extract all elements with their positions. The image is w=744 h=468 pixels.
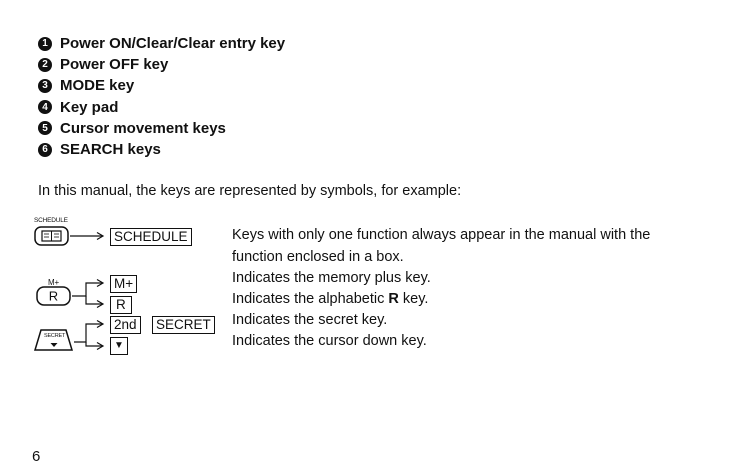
mplus-key-above-label: M+ [48, 278, 59, 287]
list-item: 5 Cursor movement keys [38, 118, 285, 139]
right-arrow-icon [70, 231, 105, 241]
list-item-label: Cursor movement keys [60, 119, 226, 137]
r-key-description-after: key. [398, 291, 429, 307]
list-item: 2 Power OFF key [38, 54, 285, 75]
mplus-description: Indicates the memory plus key. [232, 270, 431, 286]
item-number-badge: 6 [38, 142, 52, 157]
list-item-label: Key pad [60, 98, 119, 116]
list-item-label: SEARCH keys [60, 141, 161, 159]
item-number-badge: 2 [38, 57, 52, 72]
schedule-key-symbol: SCHEDULE [110, 228, 192, 246]
r-key-description: Indicates the alphabetic R key. [232, 291, 428, 307]
split-arrow-icon [72, 278, 105, 309]
split-arrow-icon [74, 319, 105, 351]
list-item: 4 Key pad [38, 97, 285, 118]
list-item-label: Power OFF key [60, 56, 169, 74]
second-function-key-symbol: 2nd [110, 316, 141, 334]
schedule-description-line1: Keys with only one function always appea… [232, 227, 651, 243]
item-number-badge: 1 [38, 36, 52, 51]
list-item: 1 Power ON/Clear/Clear entry key [38, 33, 285, 54]
page-number: 6 [32, 448, 41, 465]
r-key-symbol: R [110, 296, 132, 314]
secret-key-face-label: SECRET [44, 333, 66, 339]
intro-text: In this manual, the keys are represented… [38, 183, 462, 199]
r-key-description-bold: R [388, 291, 399, 307]
item-number-badge: 3 [38, 78, 52, 93]
list-item: 3 MODE key [38, 75, 285, 96]
schedule-key-above-label: SCHEDULE [34, 217, 68, 224]
secret-key-symbol: SECRET [152, 316, 215, 334]
list-item-label: Power ON/Clear/Clear entry key [60, 35, 286, 53]
r-key-icon: R [36, 286, 71, 306]
list-item: 6 SEARCH keys [38, 139, 285, 160]
secret-description: Indicates the secret key. [232, 312, 388, 328]
key-list: 1 Power ON/Clear/Clear entry key 2 Power… [38, 33, 285, 160]
secret-down-key-icon [33, 329, 74, 351]
schedule-key-icon [34, 226, 69, 246]
r-key-face-label: R [49, 289, 58, 304]
list-item-label: MODE key [60, 77, 135, 95]
mplus-key-symbol: M+ [110, 275, 138, 293]
schedule-description-line2: function enclosed in a box. [232, 249, 404, 265]
cursor-down-key-symbol: ▼ [110, 337, 128, 355]
cursor-down-description: Indicates the cursor down key. [232, 333, 427, 349]
item-number-badge: 5 [38, 121, 52, 136]
r-key-description-before: Indicates the alphabetic [232, 291, 389, 307]
item-number-badge: 4 [38, 100, 52, 115]
